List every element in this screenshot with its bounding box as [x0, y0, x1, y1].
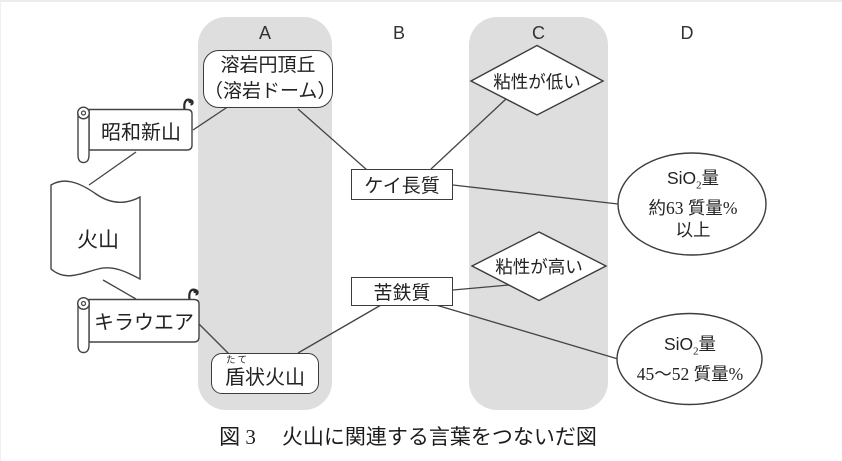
sio2-high-label: SiO2量 約63 質量% 以上 — [620, 167, 766, 241]
scroll-curl-icon — [188, 99, 192, 104]
low-viscosity-diamond-shape — [469, 44, 605, 116]
connector-mafic-shield — [297, 304, 382, 354]
node-kilauea-label: キラウエア — [94, 311, 194, 334]
node-shield-volcano: たて 盾状火山 — [211, 353, 319, 394]
connector-mafic-sio2low — [435, 304, 619, 360]
sio2-low-label: SiO2量 45～52 質量% — [617, 334, 763, 385]
node-volcano-label: 火山 — [77, 228, 119, 252]
node-lava-dome: 溶岩円頂丘 （溶岩ドーム） — [203, 50, 337, 108]
lava-dome-line1: 溶岩円頂丘 — [220, 55, 316, 76]
sio2-high-value: 約63 質量% — [648, 197, 738, 218]
kilauea-scroll-shape — [76, 288, 200, 354]
mafic-label: 苦鉄質 — [373, 283, 431, 304]
sio2-low-formula: SiO2量 — [663, 334, 717, 358]
figure-title: 火山に関連する言葉をつないだ図 — [281, 425, 597, 449]
sio2-low-ellipse-shape — [616, 312, 763, 406]
node-mafic: 苦鉄質 — [351, 277, 453, 306]
column-header-a: A — [258, 23, 271, 43]
shield-furigana: たて — [226, 356, 250, 366]
connector-lines — [88, 98, 619, 360]
node-showa-shinzan-label: 昭和新山 — [101, 121, 181, 144]
sio2-high-ellipse-shape — [617, 152, 767, 256]
scroll-roll-icon — [77, 112, 90, 164]
high-viscosity-diamond-shape — [470, 231, 608, 302]
scroll-curl-icon — [193, 289, 197, 294]
connector-mafic-highviscosity — [452, 284, 510, 291]
connector-volcano-showa — [88, 151, 137, 186]
high-viscosity-label: 粘性が高い — [495, 257, 583, 277]
low-viscosity-label: 粘性が低い — [493, 72, 581, 92]
lava-dome-line2: （溶岩ドーム） — [204, 81, 337, 102]
connector-felsic-sio2high — [452, 184, 619, 205]
column-header-c: C — [532, 23, 545, 43]
column-header-b: B — [392, 23, 405, 43]
sio2-high-formula: SiO2量 — [666, 167, 720, 192]
scroll-roll-icon — [77, 302, 90, 354]
shield-label: 盾状火山 — [225, 367, 305, 389]
showa-shinzan-scroll-shape — [76, 98, 194, 164]
column-header-d: D — [680, 23, 694, 43]
connector-kilauea-shield — [197, 322, 230, 355]
figure-caption: 図 3 火山に関連する言葉をつないだ図 — [1, 421, 815, 451]
connector-showa-lavadome — [192, 105, 230, 131]
sio2-high-qualifier: 以上 — [675, 220, 711, 240]
felsic-label: ケイ長質 — [364, 176, 440, 197]
connector-lavadome-felsic — [297, 108, 368, 171]
volcano-flag-shape — [50, 180, 141, 281]
node-felsic: ケイ長質 — [351, 169, 453, 200]
connector-volcano-kilauea — [102, 279, 137, 300]
sio2-low-value: 45～52 質量% — [636, 364, 744, 385]
connector-lowviscosity-felsic — [430, 98, 507, 170]
figure-number: 図 3 — [219, 425, 256, 449]
